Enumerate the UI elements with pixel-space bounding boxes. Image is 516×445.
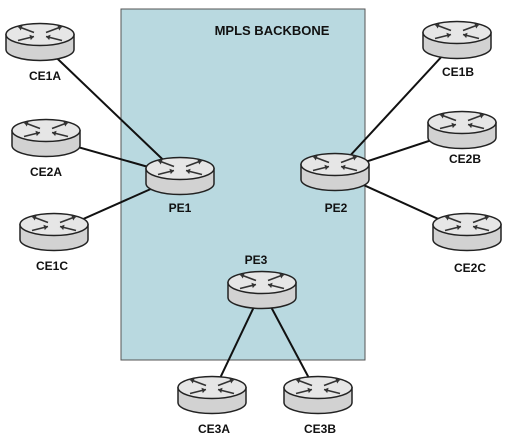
router-label-ce1b: CE1B: [442, 65, 474, 79]
router-pe3: PE3: [227, 253, 297, 310]
link-ce1a-pe1: [39, 41, 181, 177]
router-icon: [19, 212, 89, 252]
router-label-ce2a: CE2A: [30, 165, 62, 179]
router-ce2b: CE2B: [427, 110, 497, 166]
router-label-ce2b: CE2B: [449, 152, 481, 166]
router-ce3b: CE3B: [283, 375, 353, 436]
router-label-pe3: PE3: [245, 253, 268, 267]
router-ce1a: CE1A: [5, 22, 75, 83]
router-icon: [432, 212, 502, 252]
router-icon: [227, 270, 297, 310]
router-label-pe2: PE2: [325, 201, 348, 215]
router-label-ce3b: CE3B: [304, 422, 336, 436]
router-icon: [177, 375, 247, 415]
router-ce1c: CE1C: [19, 212, 89, 273]
router-icon: [11, 118, 81, 158]
router-label-ce3a: CE3A: [198, 422, 230, 436]
router-icon: [5, 22, 75, 62]
link-ce1b-pe2: [334, 39, 458, 173]
router-label-pe1: PE1: [169, 201, 192, 215]
router-label-ce2c: CE2C: [454, 261, 486, 275]
router-pe2: PE2: [300, 152, 370, 215]
router-icon: [145, 156, 215, 196]
router-icon: [300, 152, 370, 192]
router-pe1: PE1: [145, 156, 215, 215]
backbone-title: MPLS BACKBONE: [215, 23, 330, 38]
router-label-ce1a: CE1A: [29, 69, 61, 83]
router-icon: [427, 110, 497, 150]
router-label-ce1c: CE1C: [36, 259, 68, 273]
router-ce2a: CE2A: [11, 118, 81, 179]
router-ce3a: CE3A: [177, 375, 247, 436]
router-ce1b: CE1B: [422, 20, 492, 79]
router-icon: [422, 20, 492, 60]
router-icon: [283, 375, 353, 415]
router-ce2c: CE2C: [432, 212, 502, 275]
